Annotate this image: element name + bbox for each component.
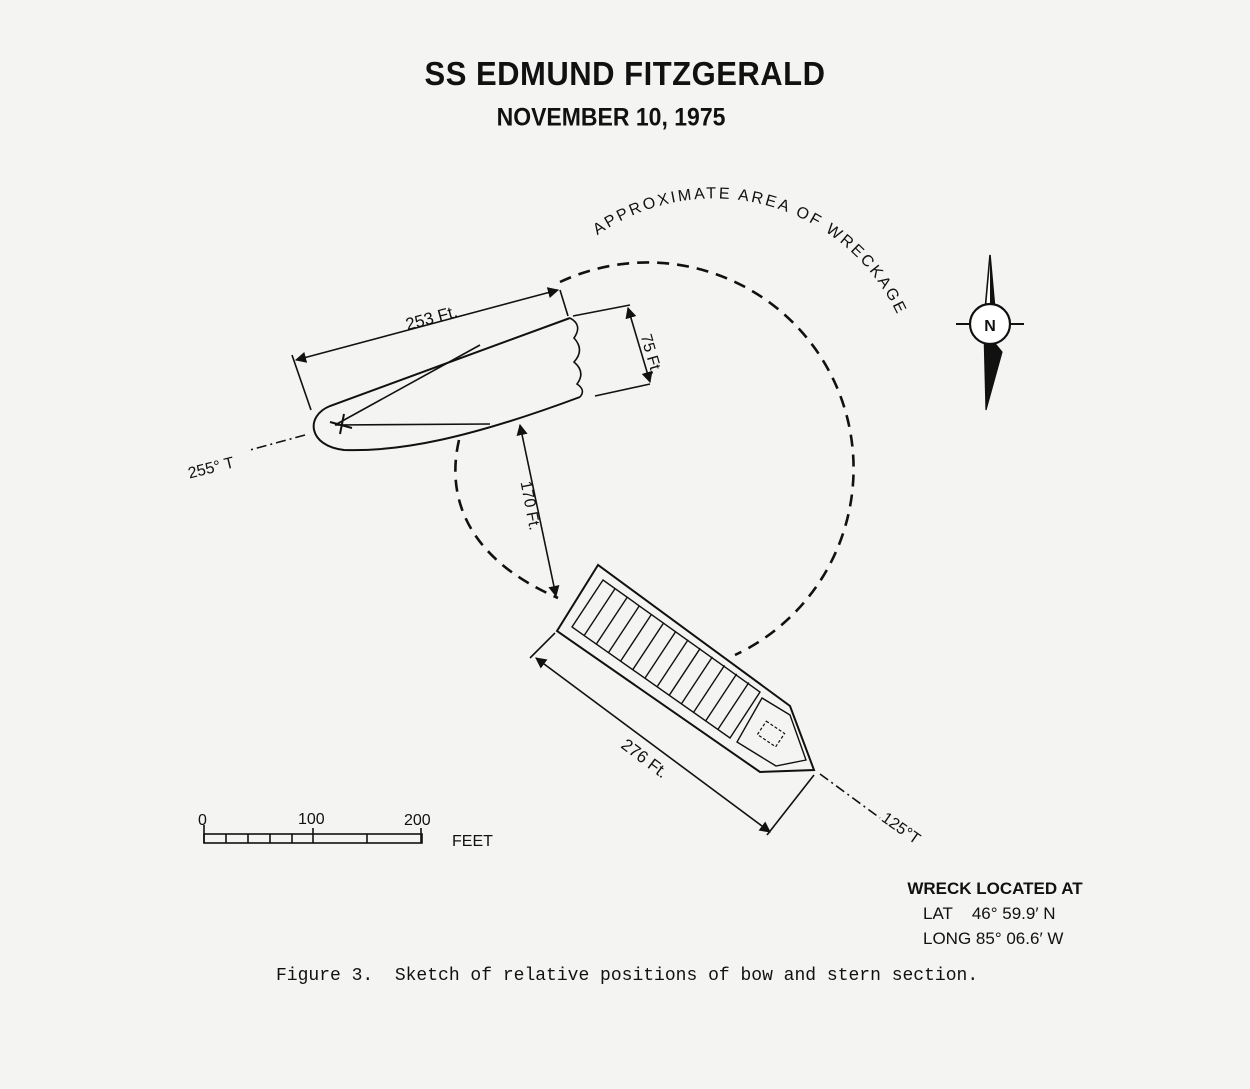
figure-caption: Figure 3. Sketch of relative positions o… [276,966,979,986]
stern-heading-label: 125°T [878,810,923,849]
hatch-line [717,682,750,730]
bow-beam-dimension [572,304,653,397]
latitude-row: LAT 46° 59.9′ N [923,901,1110,926]
hatch-line [644,630,677,679]
wreckage-area-arc-lower [454,439,559,600]
wreckage-area-label: APPROXIMATE AREA OF WRECKAGE [590,185,910,317]
hatch-line [692,664,726,713]
bow-heading-line [249,434,306,451]
bow-section [312,317,584,452]
north-compass: N [956,254,1024,411]
stern-heading-line [819,773,881,819]
location-heading: WRECK LOCATED AT [907,879,1083,898]
scale-bar [203,825,423,844]
scale-tick-0: 0 [198,812,207,829]
hatch-line [705,673,738,722]
latitude-value: 46° 59.9′ N [971,904,1056,923]
latitude-label: LAT [923,904,953,923]
hatch-line [680,656,713,705]
longitude-value: 85° 06.6′ W [975,929,1064,948]
separation-label: 170 Ft. [517,480,543,532]
bow-heading-label: 255° T [186,455,236,483]
hatch-line [595,596,628,645]
wreck-location: WRECK LOCATED AT LAT 46° 59.9′ N LONG 85… [880,876,1110,951]
hatch-line [656,639,689,688]
bow-beam-label: 75 Ft. [637,332,665,376]
wreckage-area-arc [559,261,855,657]
longitude-row: LONG 85° 06.6′ W [923,926,1110,951]
stern-section [555,563,816,774]
stern-length-label: 276 Ft. [618,735,672,782]
hatch-line [583,588,616,636]
hatch-line [607,605,641,654]
scale-tick-100: 100 [298,811,325,828]
bow-length-dimension [291,287,569,411]
page-date: NOVEMBER 10, 1975 [496,102,726,131]
page-title: SS EDMUND FITZGERALD [424,54,826,93]
scale-tick-200: 200 [404,812,431,829]
stern-length-dimension [529,632,815,836]
scale-unit: FEET [452,833,493,850]
longitude-label: LONG [923,929,972,948]
hatch-line [632,622,665,671]
hatch-line [668,647,701,696]
compass-north-label: N [984,318,996,335]
bow-length-label: 253 Ft. [404,302,460,334]
hatch-line [620,613,653,662]
separation-dimension [516,423,560,598]
